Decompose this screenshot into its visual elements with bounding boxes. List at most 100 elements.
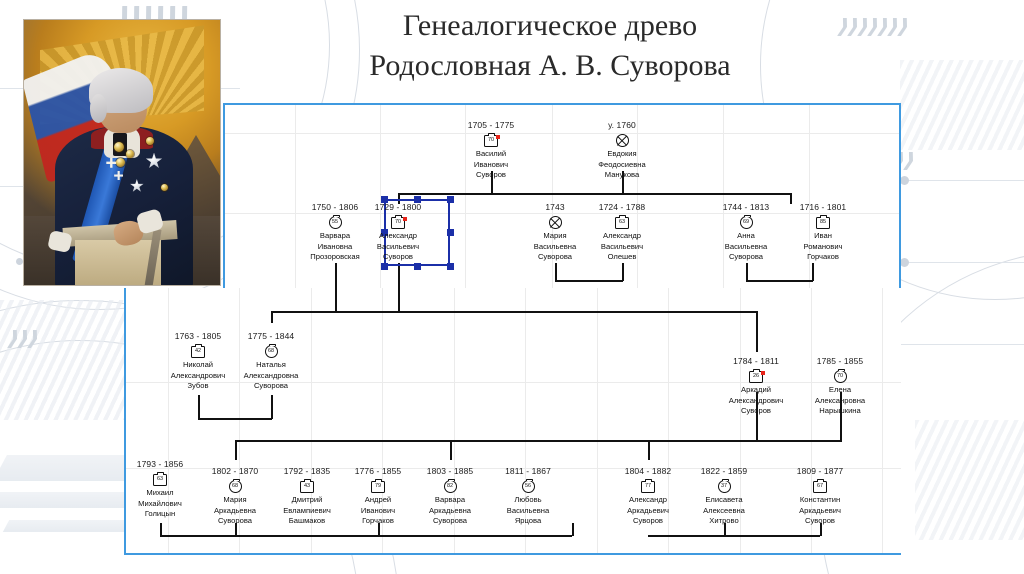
person-node[interactable]: 1785 - 1855 70 Елена Алексанровна Нарышк… xyxy=(792,356,888,417)
name-last: Суворов xyxy=(476,170,506,179)
person-node[interactable]: 1792 - 1835 43 Дмитрий Евлампиевич Башма… xyxy=(259,466,355,527)
person-node[interactable]: 1793 - 1856 63 Михаил Михайлович Голицын xyxy=(112,459,208,520)
name-last: Суворов xyxy=(633,516,663,525)
person-node[interactable]: 1822 - 1859 37 Елисавета Алексеевна Хитр… xyxy=(676,466,772,527)
person-name: Александр Васильевич Олешев xyxy=(574,231,670,263)
person-node[interactable]: 1784 - 1811 26 Аркадий Александрович Сув… xyxy=(708,356,804,417)
person-dates: 1743 xyxy=(545,202,565,212)
connector xyxy=(398,193,791,195)
person-dates: 1744 - 1813 xyxy=(722,202,770,212)
name-patronymic: Васильевич xyxy=(376,241,420,251)
person-node[interactable]: 1763 - 1805 42 Николай Александрович Зуб… xyxy=(150,331,246,392)
name-last: Зубов xyxy=(187,381,209,390)
selection-handle-e[interactable] xyxy=(447,229,454,236)
person-age: 67 xyxy=(816,482,824,489)
person-node[interactable]: 1775 - 1844 68 Наталья Александровна Сув… xyxy=(223,331,319,392)
person-node-selected[interactable]: 1729 - 1800 70 Александр Васильевич Суво… xyxy=(350,202,446,263)
name-first: Андрей xyxy=(364,495,392,504)
selection-handle-w[interactable] xyxy=(381,229,388,236)
square-person-icon: 67 xyxy=(772,479,868,494)
connector xyxy=(335,263,337,312)
person-age: 42 xyxy=(194,347,202,354)
name-last: Голицын xyxy=(144,509,176,518)
name-patronymic: Романович xyxy=(803,241,843,251)
connector xyxy=(450,535,572,537)
name-first: Константин xyxy=(799,495,841,504)
square-person-icon: 79 xyxy=(330,479,426,494)
connector xyxy=(840,392,842,441)
person-node[interactable]: 1744 - 1813 69 Анна Васильевна Суворова xyxy=(698,202,794,263)
name-last: Суворов xyxy=(383,252,413,261)
person-age: 69 xyxy=(742,218,750,225)
person-dates: 1776 - 1855 xyxy=(354,466,402,476)
red-flag-marker xyxy=(496,134,500,139)
connector xyxy=(378,523,380,536)
name-patronymic: Васильевна xyxy=(533,241,577,251)
person-node[interactable]: 1716 - 1801 85 Иван Романович Горчаков xyxy=(775,202,871,263)
title-line-2: Родословная А. В. Суворова xyxy=(369,49,731,82)
person-age: 70 xyxy=(487,136,495,143)
person-node[interactable]: 1705 - 1775 70 Василий Иванович Суворов xyxy=(443,120,539,181)
selection-handle-sw[interactable] xyxy=(381,263,388,270)
person-node[interactable]: 1809 - 1877 67 Константин Аркадьевич Сув… xyxy=(772,466,868,527)
circle-person-icon: 68 xyxy=(223,343,319,359)
lower-panel-gridlines xyxy=(126,288,901,553)
name-first: Любовь xyxy=(514,495,542,504)
person-name: Константин Аркадьевич Суворов xyxy=(772,495,868,527)
name-patronymic: Васильевич xyxy=(600,241,644,251)
person-node[interactable]: 1776 - 1855 79 Андрей Иванович Горчаков xyxy=(330,466,426,527)
person-dates: 1811 - 1867 xyxy=(505,466,551,476)
person-node[interactable]: 1802 - 1870 68 Мария Аркадьевна Суворова xyxy=(187,466,283,527)
connector xyxy=(756,392,758,441)
person-name: Николай Александрович Зубов xyxy=(150,360,246,392)
tree-lower-panel xyxy=(124,288,901,555)
person-node[interactable]: у. 1760 Евдокия Феодосиевна Манукова xyxy=(574,120,670,181)
person-node[interactable]: 1724 - 1788 63 Александр Васильевич Олеш… xyxy=(574,202,670,263)
selection-handle-ne[interactable] xyxy=(447,196,454,203)
selection-handle-se[interactable] xyxy=(447,263,454,270)
person-age: 63 xyxy=(618,218,626,225)
connector xyxy=(235,523,237,536)
person-dates: 1792 - 1835 xyxy=(283,466,331,476)
person-name: Варвара Ивановна Прозоровская xyxy=(287,231,383,263)
square-person-icon: 43 xyxy=(259,479,355,494)
connector xyxy=(160,523,162,536)
person-name: Елисавета Алексеевна Хитрово xyxy=(676,495,772,527)
person-node[interactable]: 1804 - 1882 77 Александр Аркадьевич Суво… xyxy=(600,466,696,527)
person-age: 68 xyxy=(231,482,239,489)
name-last: Горчаков xyxy=(362,516,394,525)
connector xyxy=(724,535,820,537)
person-age: 70 xyxy=(394,218,402,225)
person-age: 70 xyxy=(836,372,844,379)
connector xyxy=(235,535,378,537)
person-dates: 1804 - 1882 xyxy=(624,466,672,476)
selection-handle-nw[interactable] xyxy=(381,196,388,203)
person-node[interactable]: 1743 Мария Васильевна Суворова xyxy=(507,202,603,263)
name-first: Елена xyxy=(828,385,852,394)
person-name: Евдокия Феодосиевна Манукова xyxy=(574,149,670,181)
name-last: Суворова xyxy=(728,252,764,261)
person-node[interactable]: 1750 - 1806 55 Варвара Ивановна Прозоров… xyxy=(287,202,383,263)
circle-cross-person-icon xyxy=(507,215,603,230)
name-patronymic: Александровна xyxy=(243,370,299,380)
connector xyxy=(746,280,813,282)
connector xyxy=(648,535,724,537)
person-age: 55 xyxy=(331,218,339,225)
name-patronymic: Ивановна xyxy=(317,241,353,251)
selection-handle-s[interactable] xyxy=(414,263,421,270)
person-dates: 1802 - 1870 xyxy=(211,466,259,476)
name-patronymic: Феодосиевна xyxy=(598,159,646,169)
name-last: Прозоровская xyxy=(310,252,360,261)
suvorov-portrait xyxy=(24,20,220,285)
person-age: 85 xyxy=(819,218,827,225)
person-age: 79 xyxy=(374,482,382,489)
circle-person-icon: 82 xyxy=(402,478,498,494)
connector xyxy=(160,535,235,537)
selection-handle-n[interactable] xyxy=(414,196,421,203)
connector xyxy=(648,440,650,460)
person-node[interactable]: 1803 - 1885 82 Варвара Аркадьевна Суворо… xyxy=(402,466,498,527)
circle-person-icon: 37 xyxy=(676,478,772,494)
person-node[interactable]: 1811 - 1867 56 Любовь Васильевна Ярцова xyxy=(480,466,576,527)
